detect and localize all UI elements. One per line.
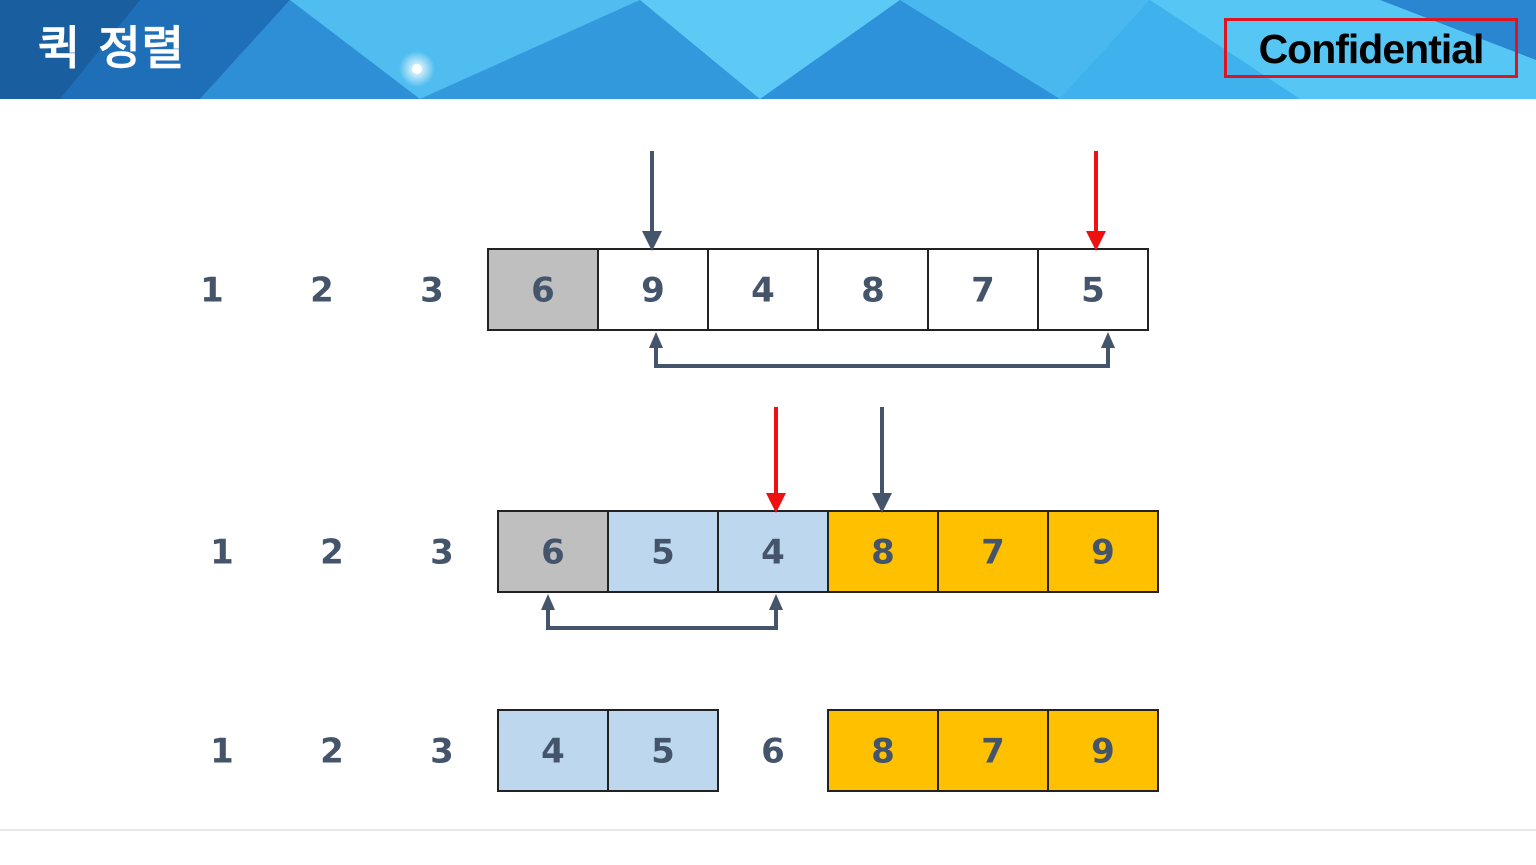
array-cell-value: 8 — [871, 732, 895, 772]
array-cell-left_partition — [607, 510, 719, 593]
sorted-index-label: 2 — [310, 271, 334, 311]
sorted-index-label: 1 — [210, 533, 234, 573]
array-cell-right_partition — [1047, 709, 1159, 792]
array-cell-value: 7 — [981, 533, 1005, 573]
array-cell-right_partition — [937, 709, 1049, 792]
array-cell-value: 9 — [1091, 533, 1115, 573]
array-cell-right_partition — [827, 510, 939, 593]
swap-bracket-arrow-head-right — [1101, 332, 1115, 348]
array-cell-value: 6 — [531, 271, 555, 311]
swap-bracket-arrow — [546, 608, 778, 630]
array-cell-value: 5 — [651, 732, 675, 772]
array-cell-unsorted — [927, 248, 1039, 331]
header-background-pattern — [0, 0, 1536, 99]
sorted-index-label: 3 — [430, 732, 454, 772]
sorted-index-label: 2 — [320, 533, 344, 573]
array-cell-value: 4 — [751, 271, 775, 311]
sorted-index-label: 3 — [430, 533, 454, 573]
array-cell-unsorted — [1037, 248, 1149, 331]
array-cell-right_partition — [937, 510, 1049, 593]
header-banner: 퀵 정렬 Confidential — [0, 0, 1536, 99]
array-cell-value: 4 — [541, 732, 565, 772]
sorted-index-label: 2 — [320, 732, 344, 772]
array-cell-value: 6 — [541, 533, 565, 573]
array-cell-value: 7 — [981, 732, 1005, 772]
array-cell-pivot — [497, 510, 609, 593]
array-cell-right_partition — [1047, 510, 1159, 593]
array-cell-value: 4 — [761, 533, 785, 573]
array-cell-pivot — [487, 248, 599, 331]
array-cell-value: 8 — [871, 533, 895, 573]
page-title: 퀵 정렬 — [38, 21, 185, 75]
array-cell-right_partition — [827, 709, 939, 792]
array-cell-unsorted — [707, 248, 819, 331]
array-cell-value: 7 — [971, 271, 995, 311]
swap-bracket-arrow-head-left — [649, 332, 663, 348]
array-cell-unsorted — [597, 248, 709, 331]
array-cell-value: 9 — [641, 271, 665, 311]
array-cell-left_partition — [607, 709, 719, 792]
array-cell-value: 5 — [651, 533, 675, 573]
array-cell-value: 9 — [1091, 732, 1115, 772]
sorted-index-label: 3 — [420, 271, 444, 311]
array-cell-left_partition — [717, 510, 829, 593]
swap-bracket-arrow-head-right — [769, 594, 783, 610]
confidential-badge: Confidential — [1224, 18, 1518, 78]
swap-bracket-arrow-head-left — [541, 594, 555, 610]
array-cell-value: 5 — [1081, 271, 1105, 311]
sorted-index-label: 1 — [210, 732, 234, 772]
sorted-index-label: 1 — [200, 271, 224, 311]
footer-divider — [0, 829, 1536, 831]
swap-bracket-arrow — [654, 346, 1110, 368]
placed-pivot-value: 6 — [761, 732, 785, 772]
array-cell-value: 8 — [861, 271, 885, 311]
